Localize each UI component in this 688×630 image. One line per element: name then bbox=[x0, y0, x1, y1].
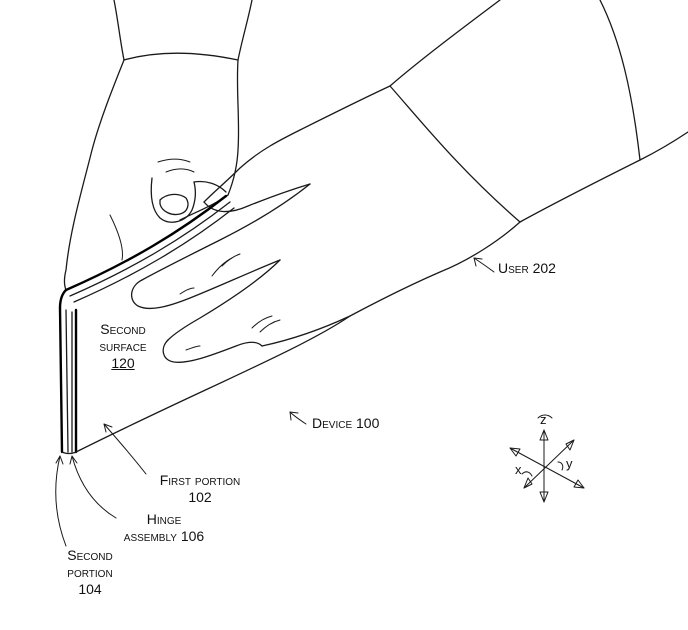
second-portion-line2: portion bbox=[67, 564, 113, 580]
hinge-line2: assembly bbox=[123, 528, 177, 544]
axis-x-label: x bbox=[515, 462, 522, 477]
axis-y-label: y bbox=[566, 456, 573, 471]
first-portion-label: First portion 102 bbox=[138, 472, 262, 506]
right-sleeve bbox=[389, 0, 688, 223]
hinge-ref: 106 bbox=[180, 528, 205, 544]
second-surface-label: Second surface 120 bbox=[84, 321, 162, 372]
second-surface-line1: Second bbox=[100, 321, 146, 337]
hinge-line1: Hinge bbox=[146, 511, 182, 527]
second-portion-line1: Second bbox=[67, 547, 113, 563]
leader-arrows bbox=[55, 257, 495, 547]
device-label-ref: 100 bbox=[356, 415, 380, 431]
axis-indicator bbox=[509, 414, 585, 503]
user-label-name: User bbox=[498, 260, 529, 276]
axis-z-label: z bbox=[540, 412, 547, 427]
lower-hand bbox=[131, 85, 521, 363]
second-portion-label: Second portion 104 bbox=[52, 547, 128, 598]
user-label-ref: 202 bbox=[532, 260, 556, 276]
second-portion-ref: 104 bbox=[78, 581, 102, 597]
device-label: Device 100 bbox=[312, 415, 379, 432]
device-label-name: Device bbox=[312, 415, 353, 431]
second-surface-line2: surface bbox=[99, 338, 147, 354]
user-label: User 202 bbox=[498, 260, 556, 277]
first-portion-ref: 102 bbox=[188, 489, 212, 505]
device bbox=[58, 194, 351, 455]
upper-sleeve bbox=[113, 0, 253, 61]
second-surface-ref: 120 bbox=[111, 355, 135, 371]
first-portion-name: First portion bbox=[159, 472, 241, 488]
hinge-assembly-label: Hinge assembly 106 bbox=[104, 511, 224, 545]
